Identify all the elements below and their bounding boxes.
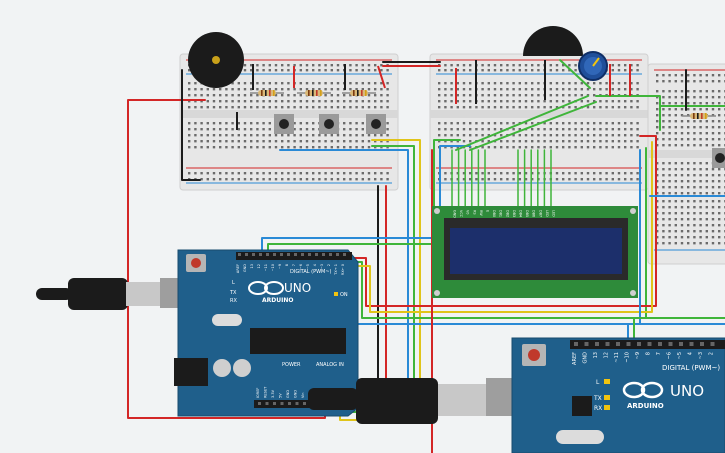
rx-led-label-second: RX — [594, 405, 602, 412]
lcd-pin-label: DB7 — [538, 210, 542, 217]
digital-pin-label: ~5 — [306, 264, 310, 269]
digital-header-label-second: DIGITAL (PWM~) — [662, 364, 720, 372]
lcd-pin-label: LED — [545, 210, 549, 217]
resistor[interactable] — [297, 90, 331, 96]
board-brand-second: UNO — [670, 382, 704, 400]
digital-pin-label-second: 7 — [656, 352, 662, 355]
on-led-label: ON — [340, 292, 348, 298]
l-led-label-second: L — [596, 379, 600, 386]
digital-pin-label: RX← 0 — [341, 264, 345, 275]
jumpers-left — [236, 60, 631, 130]
lcd-pin-label: DB6 — [532, 210, 536, 217]
lcd-pin-label: DB0 — [492, 210, 496, 217]
resistors[interactable] — [250, 90, 716, 119]
lcd-pin-label: DB5 — [525, 210, 529, 217]
digital-pin-label: 12 — [257, 264, 261, 268]
digital-pin-label-second: ~11 — [614, 352, 620, 363]
lcd-pin-label: DB2 — [505, 210, 509, 217]
piezo-buzzer-left[interactable] — [188, 32, 244, 88]
usb-cable-middle[interactable] — [308, 378, 530, 424]
digital-pin-label: 4 — [313, 263, 317, 266]
digital-pin-label: GND — [243, 264, 247, 272]
atmega-chip — [250, 328, 346, 354]
power-pin-label: 3.3V — [271, 389, 275, 398]
digital-pin-label: ~10 — [271, 264, 275, 271]
digital-pin-label: 2 — [327, 264, 331, 266]
pushbuttons[interactable] — [274, 114, 725, 168]
tx-led-label-second: TX — [593, 395, 602, 402]
lcd-pin-label: DB4 — [519, 210, 523, 217]
lcd-pin-label: E — [486, 210, 490, 212]
digital-pin-label-second: ~10 — [625, 352, 631, 363]
tx-led-label: TX — [229, 290, 237, 296]
digital-pin-label: ~11 — [264, 264, 268, 271]
digital-pin-label-second: GND — [583, 352, 589, 364]
digital-pin-label-second: 2 — [709, 352, 715, 355]
digital-pin-label-second: ~5 — [677, 352, 683, 359]
digital-pin-label-second: 8 — [646, 352, 652, 355]
digital-pin-label: AREF — [236, 264, 240, 273]
l-led-label: L — [232, 280, 235, 286]
lcd-pin-label: V0 — [466, 210, 470, 214]
potentiometer[interactable] — [578, 51, 608, 81]
power-pin-label: Vin — [301, 392, 305, 398]
board-logo-text: ARDUINO — [262, 297, 293, 304]
lcd-pin-label: VCC — [459, 210, 463, 218]
breadboard-middle[interactable] — [429, 53, 649, 191]
power-pin-label: 5V — [279, 393, 283, 398]
lcd-pin-label: RS — [472, 210, 476, 215]
power-pin-label: IOREF — [256, 388, 260, 398]
lcd-pin-label: DB3 — [512, 210, 516, 217]
lcd-pin-label: RW — [479, 210, 483, 216]
power-pin-label: GND — [294, 390, 298, 398]
arduino-uno-main[interactable]: UNO ARDUINO DIGITAL (PWM~) POWER ANALOG … — [174, 249, 359, 417]
digital-pin-label: ~3 — [320, 264, 324, 269]
lcd-pin-label: DB1 — [499, 210, 503, 217]
arduino-uno-second[interactable]: UNO ARDUINO DIGITAL (PWM~) L TX RX AREF G… — [511, 337, 725, 453]
digital-pin-label-second: AREF — [572, 352, 578, 365]
power-jack[interactable] — [174, 358, 208, 386]
digital-pin-label-second: 12 — [604, 352, 610, 358]
power-pin-label: RESET — [264, 386, 268, 398]
rx-led-label: RX — [230, 298, 237, 304]
digital-pin-label: ~9 — [278, 264, 282, 269]
power-header-label: POWER — [282, 362, 301, 368]
digital-header-label: DIGITAL (PWM~) — [290, 269, 332, 275]
digital-pin-label-second: 4 — [688, 352, 694, 355]
board-brand: UNO — [284, 281, 311, 295]
digital-pin-label-second: 13 — [593, 352, 599, 358]
lcd-pin-label: GND — [453, 210, 457, 218]
power-pin-label: GND — [286, 390, 290, 398]
digital-pin-label: TX→ 1 — [334, 264, 338, 276]
digital-pin-label: 8 — [285, 264, 289, 266]
resistor[interactable] — [682, 113, 716, 119]
lcd-pin-label: LED — [552, 210, 556, 217]
digital-pin-label-second: ~9 — [635, 352, 641, 359]
resistor[interactable] — [250, 90, 284, 96]
board-logo-text-second: ARDUINO — [627, 402, 664, 410]
piezo-buzzer-middle[interactable] — [523, 26, 583, 56]
resistor[interactable] — [342, 90, 376, 96]
digital-pin-label: ~6 — [299, 264, 303, 269]
digital-pin-label-second: ~3 — [698, 352, 704, 359]
digital-pin-label-second: ~6 — [667, 352, 673, 359]
digital-pin-label: 7 — [292, 264, 296, 266]
digital-pin-label: 13 — [250, 264, 254, 268]
analog-header-label: ANALOG IN — [316, 362, 344, 368]
